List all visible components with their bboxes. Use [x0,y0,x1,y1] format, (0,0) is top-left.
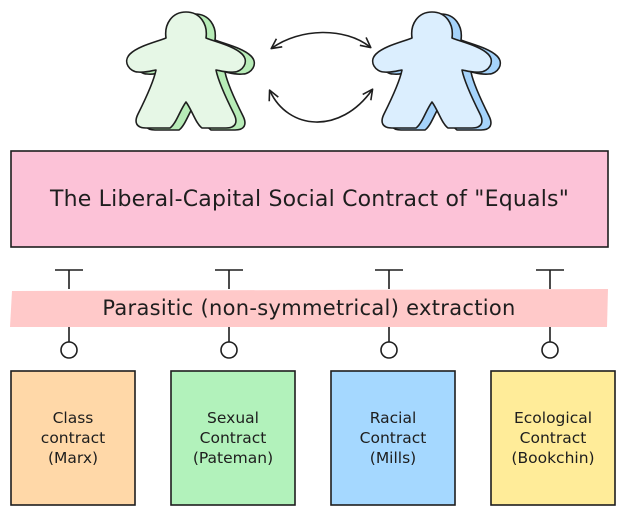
meeple-body [125,11,247,129]
class-contract-label: Class contract (Marx) [11,371,135,505]
lower-double-arrow [268,88,374,123]
upper-double-arrow [270,31,372,50]
contract-card [490,370,616,506]
card-line: Class [52,409,94,427]
socket-circle [541,341,559,359]
sexual-contract-label: Sexual Contract (Pateman) [171,371,295,505]
card-line: Sexual [207,409,259,427]
extraction-label: Parasitic (non-symmetrical) extraction [102,296,516,320]
card-line: (Mills) [369,449,417,467]
connectors-group [55,269,564,359]
figures-group [125,11,502,131]
socket-circle [220,341,238,359]
racial-contract-label: Racial Contract (Mills) [331,371,455,505]
card-line: Contract [519,429,587,447]
meeple-body [371,11,493,129]
card-line: Ecological [513,409,593,427]
card-line: Contract [359,429,427,447]
contract-card [330,370,456,506]
connector [536,269,564,359]
title-box [10,150,609,248]
socket-circle [380,341,398,359]
extraction-band [10,289,608,327]
connector [55,269,83,359]
card-line: (Bookchin) [511,449,595,467]
diagram-title: The Liberal-Capital Social Contract of "… [49,186,570,212]
socket-circle [60,341,78,359]
contract-cards [10,370,616,506]
contract-card [10,370,136,506]
meeple-icon [125,11,256,131]
card-line: (Marx) [47,449,99,467]
card-line: Racial [369,409,417,427]
contract-card [170,370,296,506]
exchange-arrows [268,31,374,123]
card-line: (Pateman) [192,449,274,467]
connector [215,269,243,359]
card-line: contract [40,429,106,447]
meeple-icon [371,11,502,131]
ecological-contract-label: Ecological Contract (Bookchin) [491,371,615,505]
connector [375,269,403,359]
card-line: Contract [199,429,267,447]
